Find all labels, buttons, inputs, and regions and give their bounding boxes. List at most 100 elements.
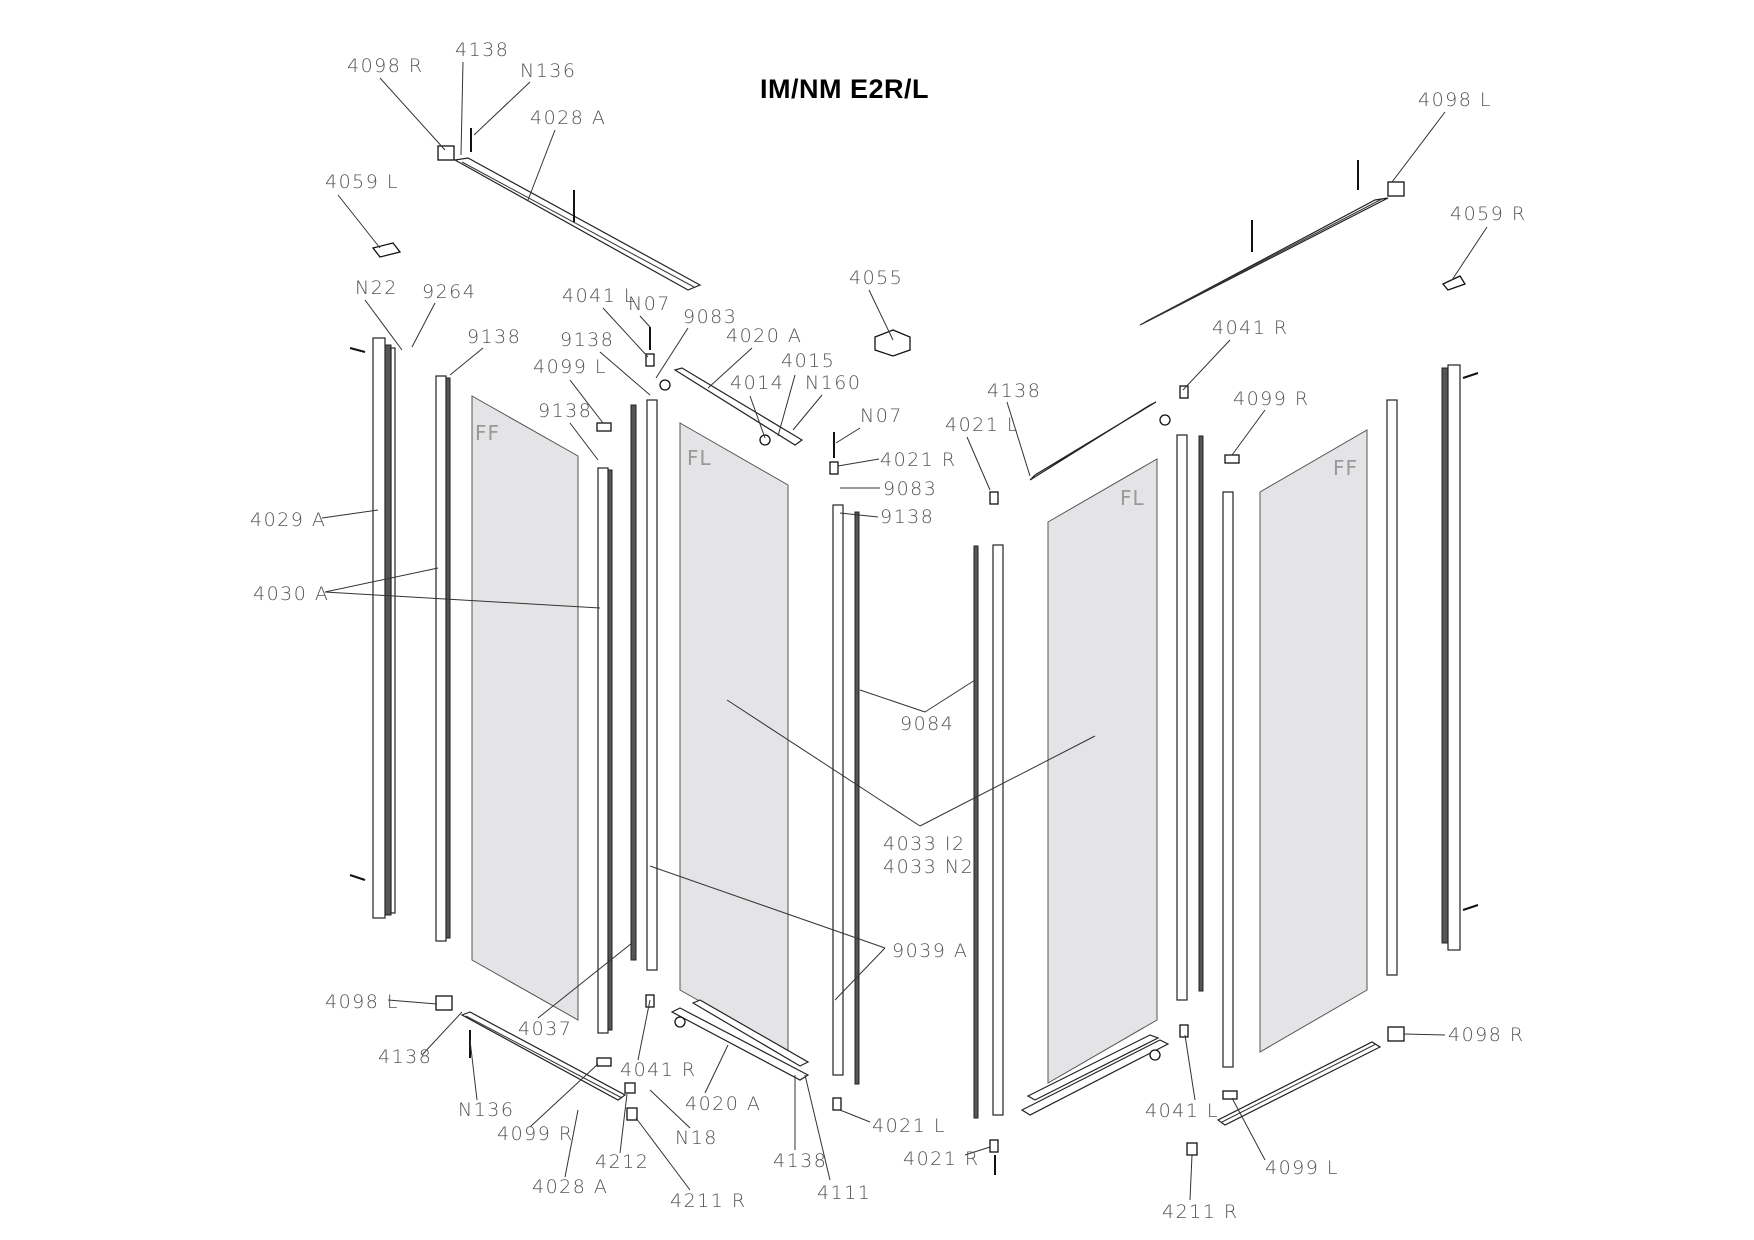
- part-label: 4138: [987, 380, 1041, 402]
- glass-label: FL: [1120, 486, 1145, 510]
- glass-label: FF: [1333, 456, 1358, 480]
- part-label: N07: [860, 405, 903, 427]
- part-label: 9264: [422, 281, 476, 303]
- part-label: N22: [355, 277, 398, 299]
- corner-cap-4098l-top: [1387, 181, 1405, 197]
- corner-cap-4098r: [437, 145, 455, 161]
- part-label: 4015: [781, 350, 835, 372]
- glass-label: FL: [687, 446, 712, 470]
- part-label: 9084: [900, 713, 954, 735]
- part-label: 4212: [595, 1151, 649, 1173]
- part-label: 4021 L: [872, 1115, 946, 1137]
- part-label: 4033 N2: [883, 856, 974, 878]
- door-bottom-rail-right-2: [1026, 1034, 1160, 1101]
- stopper-4211r-left: [626, 1107, 638, 1121]
- part-label: 9138: [880, 506, 934, 528]
- compensation-profile-left-1-inner: [445, 377, 451, 939]
- glass-panel-fl-left: [679, 422, 789, 1052]
- roller-4014: [759, 434, 771, 446]
- magnet-strip-center-left: [854, 511, 860, 1085]
- part-label: 4211 R: [1162, 1201, 1239, 1223]
- part-label: 4099 R: [497, 1123, 574, 1145]
- part-label: 4030 A: [253, 583, 329, 605]
- part-label: 4098 R: [347, 55, 424, 77]
- roller-bottom-left: [674, 1016, 686, 1028]
- glass-type-labels: FF FL FL FF: [475, 421, 1358, 510]
- compensation-profile-right-1: [1222, 491, 1234, 1068]
- bottom-rails: [460, 999, 1382, 1126]
- guide-4099l: [596, 422, 612, 432]
- compensation-profile-left-2: [597, 467, 609, 1034]
- door-bottom-rail-right: [1020, 1039, 1170, 1116]
- corner-cap-4098r-bottom: [1387, 1026, 1405, 1042]
- part-label: 4138: [773, 1150, 827, 1172]
- compensation-profile-right-2: [1386, 399, 1398, 976]
- seal-strip-right: [1198, 435, 1204, 992]
- part-label: 4041 R: [620, 1059, 697, 1081]
- part-label: 4037: [518, 1018, 572, 1040]
- glass-panel-fl-right: [1047, 458, 1158, 1084]
- part-label: 9138: [467, 326, 521, 348]
- part-label: 9083: [883, 478, 937, 500]
- glass-panels: [471, 395, 1368, 1084]
- roller-4015-left: [659, 379, 671, 391]
- part-label: 4020 A: [685, 1093, 761, 1115]
- part-label: 4041 L: [1145, 1100, 1219, 1122]
- wall-profile-left-inner: [384, 344, 392, 916]
- hinge-4041r: [1179, 385, 1189, 399]
- part-label: 9083: [683, 306, 737, 328]
- door-bottom-rail-left-2: [691, 999, 810, 1067]
- part-label: 4099 R: [1233, 388, 1310, 410]
- wall-profile-left-strip: [390, 347, 396, 914]
- top-rails: [453, 157, 1389, 481]
- door-profile-center-right: [992, 544, 1004, 1116]
- cover-4059r: [1441, 275, 1466, 291]
- part-label: 4059 L: [325, 171, 399, 193]
- hinge-4021r: [829, 461, 839, 475]
- part-label: 4211 R: [670, 1190, 747, 1212]
- part-label: 4055: [849, 267, 903, 289]
- part-label: 4028 A: [532, 1176, 608, 1198]
- part-label: 4021 L: [945, 414, 1019, 436]
- roller-4015-right: [1159, 414, 1171, 426]
- part-label: 4041 L: [562, 285, 636, 307]
- part-label: N18: [675, 1127, 718, 1149]
- hinge-4041l: [645, 353, 655, 367]
- compensation-profile-left-2-inner: [607, 469, 613, 1031]
- part-label: 9138: [538, 400, 592, 422]
- part-label: 9138: [560, 329, 614, 351]
- screw-n22-top: [349, 347, 366, 353]
- corner-connector-4055: [874, 329, 911, 357]
- screw-right-bottom: [1462, 904, 1479, 911]
- part-label: 4059 R: [1450, 203, 1527, 225]
- part-label: N07: [628, 293, 671, 315]
- door-profile-center-left: [832, 504, 844, 1076]
- guide-4099r-bottom: [596, 1057, 612, 1067]
- door-profile-right: [1176, 434, 1188, 1001]
- part-label: 4099 L: [1265, 1157, 1339, 1179]
- part-label: 4021 R: [880, 449, 957, 471]
- part-label: 4021 R: [903, 1148, 980, 1170]
- compensation-profile-left-1: [435, 375, 447, 942]
- part-label: 4099 L: [533, 356, 607, 378]
- screw-right-top: [1462, 372, 1479, 379]
- part-label: N136: [520, 60, 576, 82]
- part-label: 4029 A: [250, 509, 326, 531]
- hinge-4021l-bottom: [832, 1097, 842, 1111]
- leader-lines: [321, 61, 1488, 1201]
- stopper-4212: [624, 1082, 636, 1094]
- part-label: 4033 I2: [883, 833, 966, 855]
- guide-4099l-bottom: [1222, 1090, 1238, 1100]
- magnet-strip-center-right: [973, 545, 979, 1119]
- hinge-4021l: [989, 491, 999, 505]
- part-label: N136: [458, 1099, 514, 1121]
- top-rail-right: [1139, 197, 1389, 326]
- cover-4059l: [371, 242, 402, 258]
- glass-panel-ff-left: [471, 395, 579, 1021]
- door-top-rail-right: [1029, 401, 1157, 481]
- glass-label: FF: [475, 421, 500, 445]
- seal-strip-left: [630, 404, 637, 961]
- stopper-4211r-right: [1186, 1142, 1198, 1156]
